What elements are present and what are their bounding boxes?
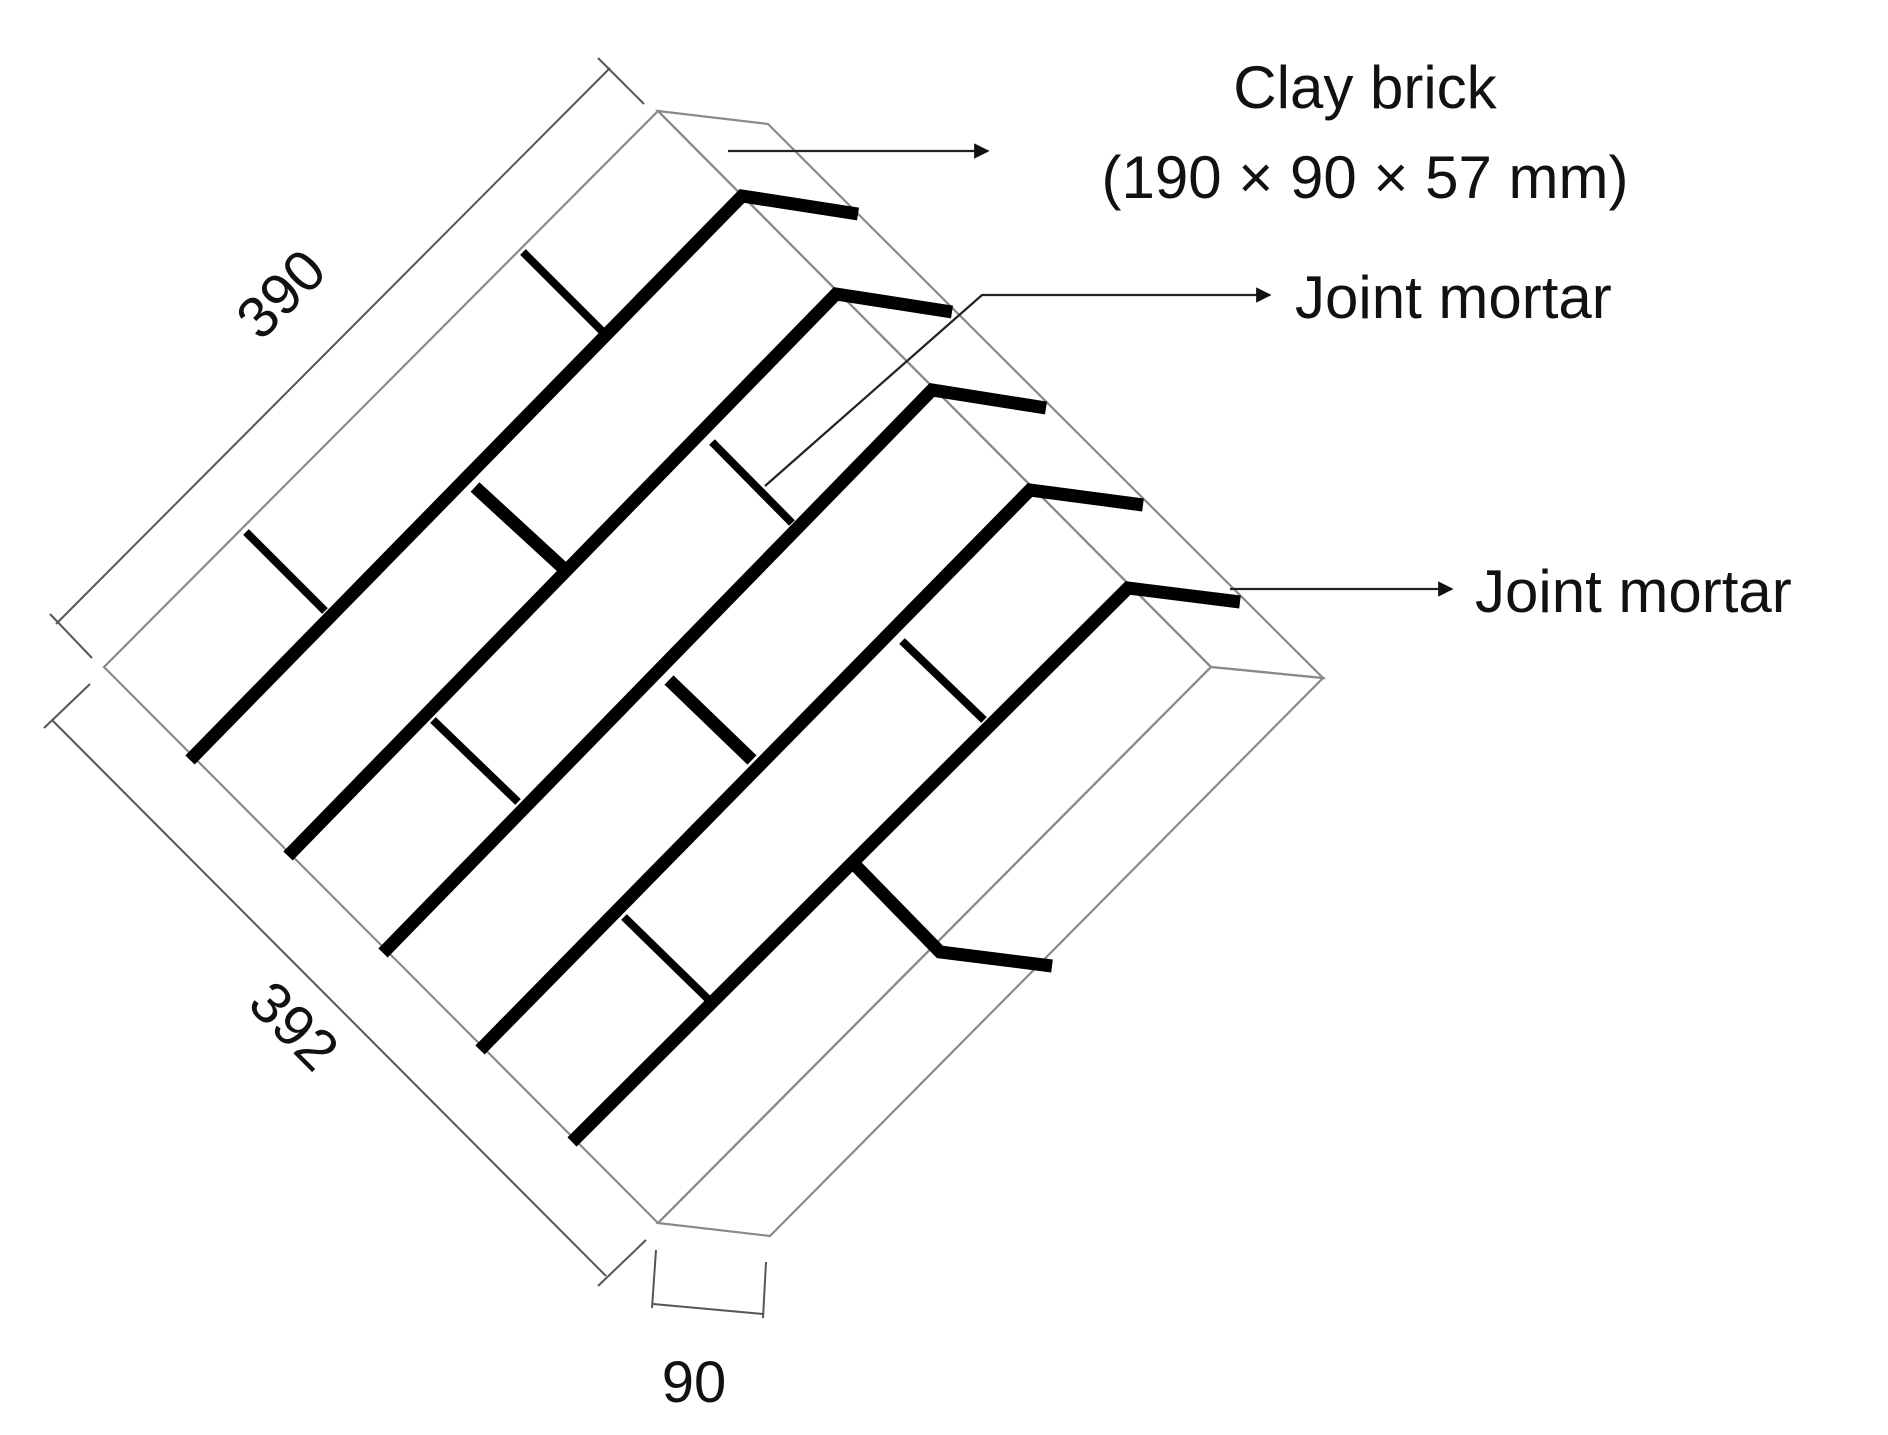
clay-brick-label: Clay brick: [1233, 54, 1497, 121]
dimension-lines: [43, 57, 767, 1319]
head-joint: [430, 717, 521, 805]
dim-392-label: 392: [237, 969, 351, 1083]
dim-90-label: 90: [662, 1350, 727, 1415]
clay-brick-size-label: (190 × 90 × 57 mm): [1102, 144, 1629, 211]
dim-392-line: [51, 719, 607, 1277]
dim-90-tick: [651, 1249, 657, 1309]
head-joint: [470, 482, 567, 572]
head-joint: [899, 638, 987, 723]
bed-joint-5: [567, 581, 1241, 1147]
dim-390-line: [55, 67, 611, 625]
joint-mortar-lower-label: Joint mortar: [1475, 558, 1792, 625]
dim-90-tick: [762, 1261, 767, 1319]
head-joint-bent: [851, 861, 1053, 973]
head-joints: [243, 249, 1053, 1003]
bed-joint-2: [283, 287, 953, 861]
leaders: [728, 143, 1454, 597]
joint-mortar-upper-arrow: [764, 287, 1272, 487]
bed-joint-1: [185, 189, 859, 765]
head-joint: [709, 439, 795, 526]
bed-joints: [185, 189, 1241, 1147]
dim-390-tick: [49, 613, 93, 659]
dim-90-line: [652, 1303, 764, 1315]
bed-joint-4: [475, 483, 1144, 1055]
dim-390-label: 390: [224, 237, 338, 351]
dim-392-tick: [43, 683, 91, 729]
bed-joint-3: [378, 383, 1048, 958]
head-joint: [243, 529, 328, 614]
dim-390-tick: [597, 57, 645, 105]
specimen-outline: [102, 109, 1326, 1238]
head-joint: [621, 914, 712, 1003]
joint-mortar-upper-label: Joint mortar: [1295, 264, 1612, 331]
head-joint: [664, 675, 757, 765]
dim-392-tick: [597, 1239, 647, 1287]
side-face: [655, 665, 1326, 1238]
head-joint: [520, 249, 605, 334]
